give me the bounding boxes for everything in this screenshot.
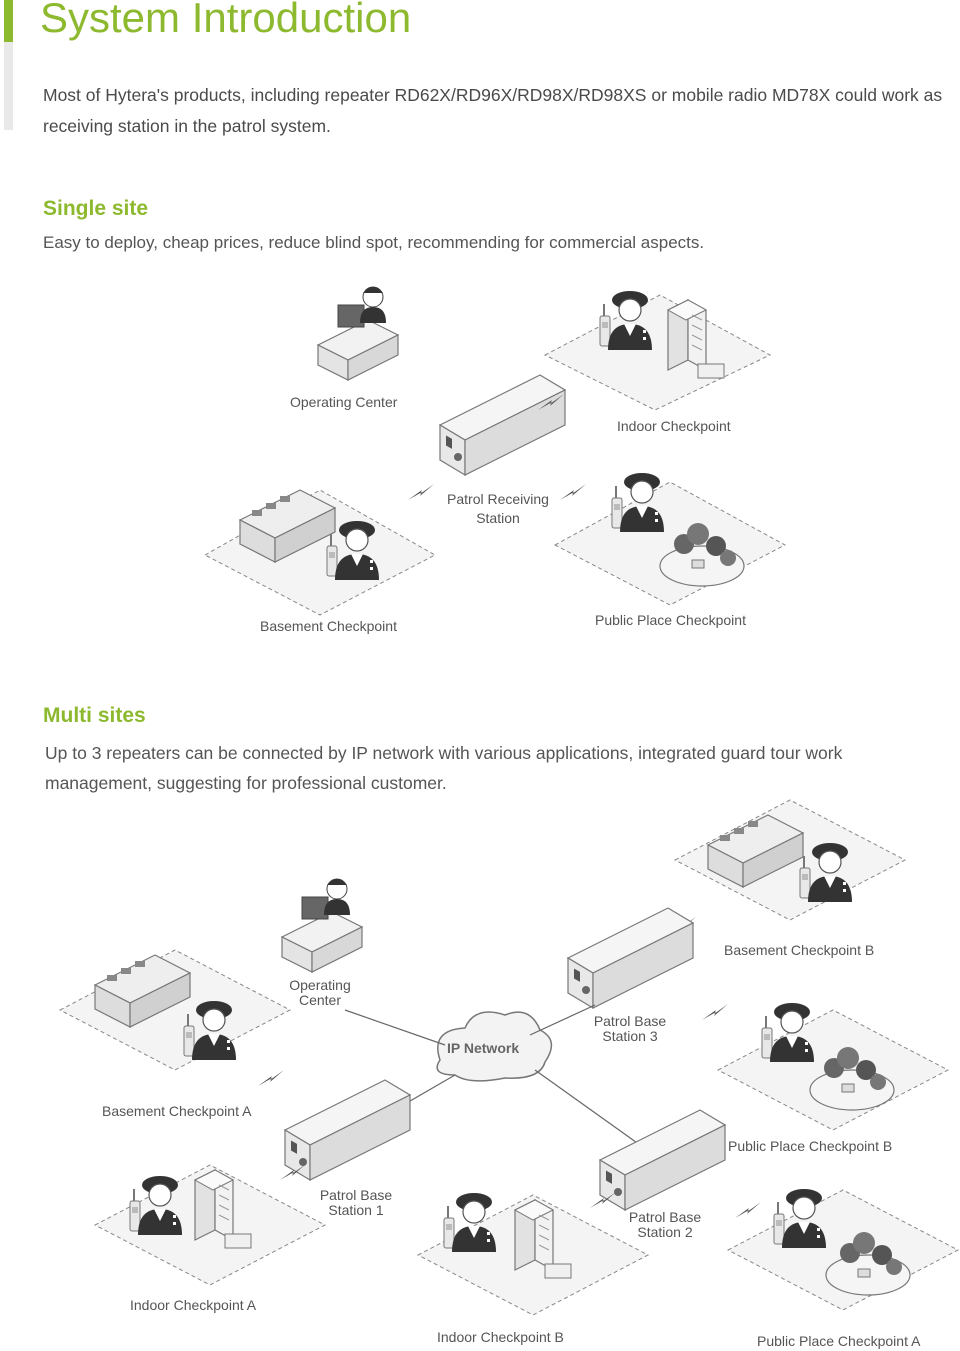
label-public-b: Public Place Checkpoint B [728, 1138, 893, 1154]
label-basement-checkpoint: Basement Checkpoint [260, 618, 397, 634]
label-base-station-3: Patrol Base Station 3 [593, 1013, 667, 1044]
indoor-b-area [416, 1192, 650, 1316]
public-place-checkpoint-area [553, 472, 787, 606]
signal-bolt-9 [735, 1202, 761, 1218]
label-public-a: Public Place Checkpoint A [757, 1333, 921, 1349]
single-site-description: Easy to deploy, cheap prices, reduce bli… [43, 233, 705, 252]
signal-bolt-5 [702, 1004, 728, 1020]
base-station-2-icon [599, 1109, 726, 1211]
label-basement-b: Basement Checkpoint B [724, 942, 875, 958]
public-a-area [726, 1188, 960, 1311]
label-indoor-b: Indoor Checkpoint B [437, 1329, 564, 1345]
label-basement-a: Basement Checkpoint A [102, 1103, 252, 1119]
page-title: System Introduction [40, 0, 412, 41]
title-accent-bar [4, 0, 13, 130]
basement-a-area [58, 949, 292, 1071]
multi-operating-center-icon [281, 878, 363, 973]
operating-center-icon [317, 286, 399, 381]
intro-paragraph: Most of Hytera's products, including rep… [43, 85, 943, 136]
multi-sites-description: Up to 3 repeaters can be connected by IP… [45, 743, 843, 793]
label-multi-operating-center: Operating Center [289, 977, 351, 1008]
multi-sites-title: Multi sites [43, 704, 146, 727]
basement-checkpoint-area [203, 489, 437, 616]
ip-network-cloud [436, 1011, 553, 1082]
signal-bolt-6 [258, 1070, 284, 1086]
patrol-receiving-station-icon [439, 374, 566, 476]
basement-b-area [673, 799, 907, 921]
link-cloud-station2 [534, 1069, 641, 1146]
label-public-place-checkpoint: Public Place Checkpoint [595, 612, 746, 628]
base-station-3-icon [567, 907, 694, 1009]
public-b-area [716, 1002, 950, 1131]
label-base-station-1: Patrol Base Station 1 [319, 1187, 393, 1218]
link-cloud-station3 [529, 1004, 596, 1036]
label-indoor-checkpoint: Indoor Checkpoint [617, 418, 731, 434]
signal-bolt-3 [560, 484, 586, 500]
label-ip-network: IP Network [447, 1040, 520, 1056]
signal-bolt-2 [408, 484, 434, 500]
single-site-title: Single site [43, 197, 149, 220]
label-operating-center: Operating Center [290, 394, 398, 410]
label-indoor-a: Indoor Checkpoint A [130, 1297, 257, 1313]
base-station-1-icon [284, 1079, 411, 1181]
label-patrol-receiving-station: Patrol Receiving Station [447, 491, 549, 526]
label-base-station-2: Patrol Base Station 2 [628, 1209, 702, 1240]
indoor-a-area [93, 1164, 327, 1286]
indoor-checkpoint-area [543, 290, 772, 411]
link-operating-cloud [344, 1009, 446, 1046]
